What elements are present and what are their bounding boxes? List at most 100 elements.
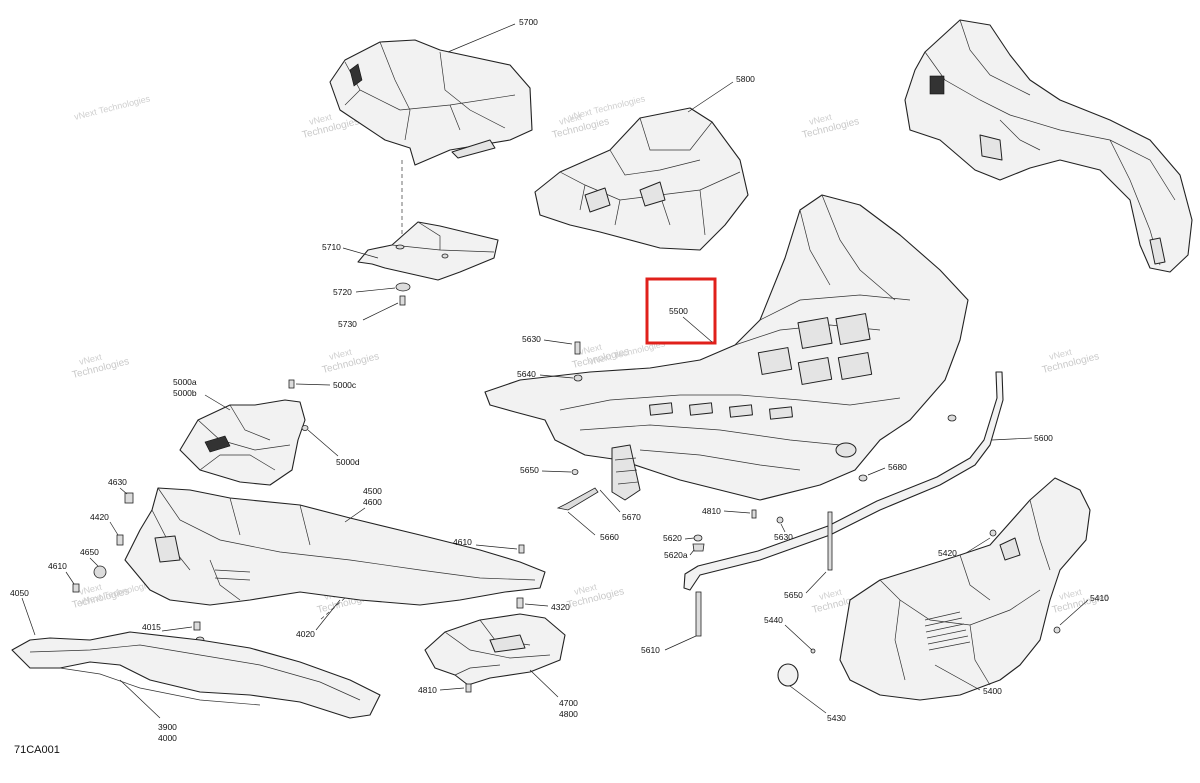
leader-5650-left <box>541 470 572 473</box>
label-5660: 5660 <box>600 532 619 542</box>
part-5680-nut <box>858 474 868 482</box>
label-4000: 4000 <box>158 733 177 743</box>
part-4610-screw-left <box>72 583 80 593</box>
leader-5400 <box>934 664 981 691</box>
leader-4810-right <box>723 510 751 514</box>
label-5620a: 5620a <box>664 550 688 560</box>
part-4610-screw-right <box>518 544 525 554</box>
leader-5000d <box>307 429 339 457</box>
part-5800-storage-tray <box>534 107 749 251</box>
part-5730-fastener <box>399 295 406 306</box>
label-4420: 4420 <box>90 512 109 522</box>
part-4650-cap <box>93 565 107 579</box>
leader-5410 <box>1059 599 1089 626</box>
label-5410: 5410 <box>1090 593 1109 603</box>
leader-3900 <box>119 679 161 719</box>
leader-4020 <box>315 599 341 631</box>
label-4630: 4630 <box>108 477 127 487</box>
label-5000a: 5000a <box>173 377 197 387</box>
leader-5430 <box>789 685 827 714</box>
part-4420-clip <box>116 534 124 546</box>
label-4800: 4800 <box>559 709 578 719</box>
label-5440: 5440 <box>764 615 783 625</box>
label-5600: 5600 <box>1034 433 1053 443</box>
highlight-box-5500 <box>645 277 717 345</box>
part-5620-washer <box>693 534 703 542</box>
label-5400: 5400 <box>983 686 1002 696</box>
leader-5650-right <box>805 571 827 594</box>
part-3900-running-board <box>11 631 381 719</box>
part-5410-clip <box>1053 626 1061 634</box>
label-5730: 5730 <box>338 319 357 329</box>
leader-5000a <box>204 394 231 411</box>
label-5420: 5420 <box>938 548 957 558</box>
label-5700: 5700 <box>519 17 538 27</box>
leader-4420 <box>109 521 119 536</box>
leader-5600 <box>991 437 1033 441</box>
floor-slots <box>649 313 873 420</box>
leader-5620a <box>689 549 695 556</box>
label-4020: 4020 <box>296 629 315 639</box>
label-4700: 4700 <box>559 698 578 708</box>
part-5630-bolt <box>574 341 581 355</box>
label-4650: 4650 <box>80 547 99 557</box>
label-5430: 5430 <box>827 713 846 723</box>
part-4320-clip <box>516 597 524 609</box>
leader-5000c <box>295 383 331 386</box>
leader-5620 <box>684 537 695 540</box>
label-5640: 5640 <box>517 369 536 379</box>
part-5650-nut <box>571 469 579 475</box>
leader-4050 <box>21 597 36 636</box>
part-5710-bracket-plate <box>357 221 499 281</box>
leader-4320 <box>524 603 549 607</box>
part-5630-nut <box>776 516 784 524</box>
part-5000-trim-panel <box>179 399 306 486</box>
leader-5630-upper <box>543 339 573 345</box>
label-4610-left: 4610 <box>48 561 67 571</box>
leader-5500 <box>682 316 713 343</box>
leader-5440 <box>784 624 813 651</box>
watermark-mini: vNext Technologies <box>73 93 151 122</box>
leader-5630-lower <box>780 523 786 533</box>
leader-5660 <box>567 511 596 536</box>
leader-4650 <box>89 557 99 567</box>
label-5000c: 5000c <box>333 380 357 390</box>
part-5610-bolt <box>695 591 702 637</box>
label-5630-upper: 5630 <box>522 334 541 344</box>
part-4500-side-panel <box>124 487 546 606</box>
label-4600: 4600 <box>363 497 382 507</box>
part-5400-side-panel <box>839 477 1091 701</box>
part-5000c-screw <box>288 379 295 389</box>
leader-5670 <box>599 489 621 513</box>
part-5640-nut <box>573 374 583 382</box>
part-4630-grommet <box>124 492 134 504</box>
leader-5680 <box>867 467 886 476</box>
label-4050: 4050 <box>10 588 29 598</box>
part-5420-clip <box>989 529 997 537</box>
part-rear-fender-assembly <box>904 19 1193 273</box>
label-5800: 5800 <box>736 74 755 84</box>
label-4610-right: 4610 <box>453 537 472 547</box>
leader-5730 <box>362 302 399 321</box>
part-5620a-nut <box>692 543 705 552</box>
diagram-reference-code: 71CA001 <box>14 744 60 756</box>
label-4500: 4500 <box>363 486 382 496</box>
part-4700-skid-plate <box>424 613 566 686</box>
leader-4810-left <box>439 687 465 691</box>
label-5630-lower: 5630 <box>774 532 793 542</box>
label-5670: 5670 <box>622 512 641 522</box>
part-5000d-clip <box>301 425 309 431</box>
label-4810-left: 4810 <box>418 685 437 695</box>
label-5650-left: 5650 <box>520 465 539 475</box>
label-3900: 3900 <box>158 722 177 732</box>
leader-5700 <box>447 23 516 53</box>
label-5710: 5710 <box>322 242 341 252</box>
label-5650-right: 5650 <box>784 590 803 600</box>
label-4015: 4015 <box>142 622 161 632</box>
leader-4700 <box>529 669 559 698</box>
part-5720-washer <box>395 282 411 292</box>
part-5680-nut-2 <box>947 414 957 422</box>
leader-4630 <box>119 487 128 495</box>
part-5660-bolt <box>556 487 599 511</box>
